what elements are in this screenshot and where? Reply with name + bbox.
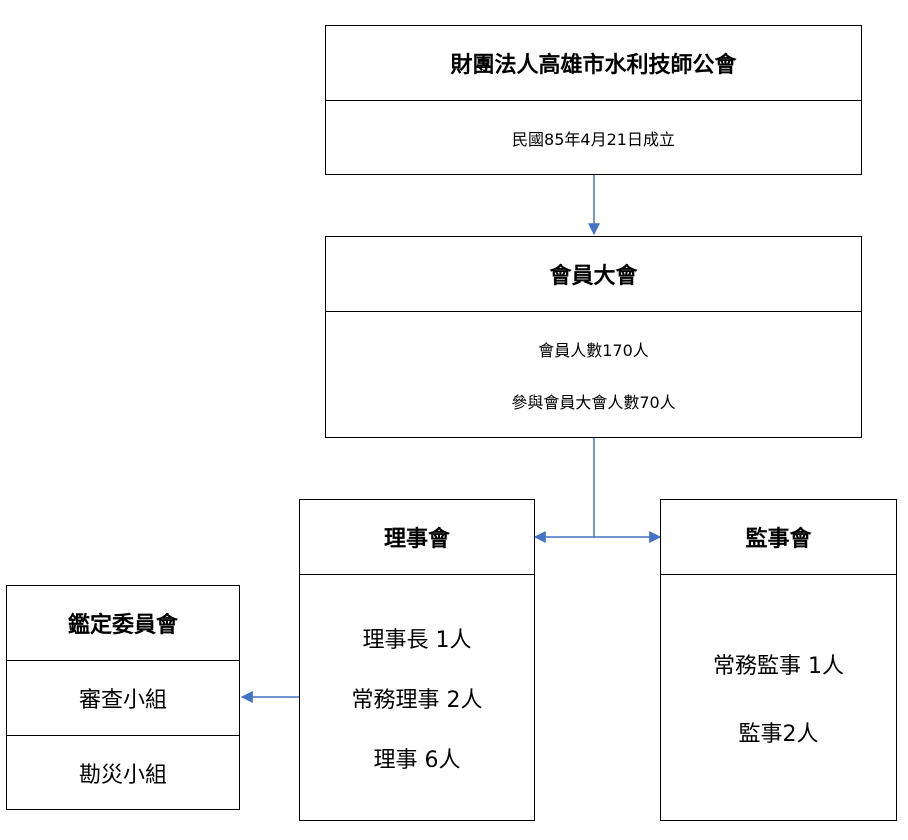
supervisors-title: 監事會	[745, 527, 812, 552]
committee-box: 鑑定委員會 審查小組 勘災小組	[6, 585, 240, 810]
supervisors-box: 監事會 常務監事 1人 監事2人	[660, 499, 897, 821]
board-title: 理事會	[383, 527, 450, 552]
assembly-member-count: 會員人數170人	[538, 340, 649, 360]
board-members: 理事長 1人 常務理事 2人 理事 6人	[300, 574, 534, 820]
supervisors-members-count: 監事2人	[738, 721, 819, 747]
foundation-founded: 民國85年4月21日成立	[326, 100, 861, 174]
supervisors-executive: 常務監事 1人	[713, 653, 844, 679]
assembly-title: 會員大會	[549, 264, 638, 289]
committee-disaster-survey-group: 勘災小組	[7, 735, 239, 809]
assembly-attendance-count: 參與會員大會人數70人	[511, 392, 676, 412]
supervisors-members: 常務監事 1人 監事2人	[661, 574, 896, 820]
foundation-name: 財團法人高雄市水利技師公會	[450, 53, 737, 78]
board-executive-directors: 常務理事 2人	[351, 687, 483, 713]
board-directors: 理事 6人	[373, 747, 461, 773]
assembly-details: 會員人數170人 參與會員大會人數70人	[326, 311, 861, 437]
assembly-box: 會員大會 會員人數170人 參與會員大會人數70人	[325, 236, 862, 438]
committee-title: 鑑定委員會	[67, 613, 178, 638]
committee-review-group: 審查小組	[7, 660, 239, 735]
foundation-box: 財團法人高雄市水利技師公會 民國85年4月21日成立	[325, 25, 862, 175]
board-box: 理事會 理事長 1人 常務理事 2人 理事 6人	[299, 499, 535, 821]
board-chairman: 理事長 1人	[362, 627, 472, 653]
